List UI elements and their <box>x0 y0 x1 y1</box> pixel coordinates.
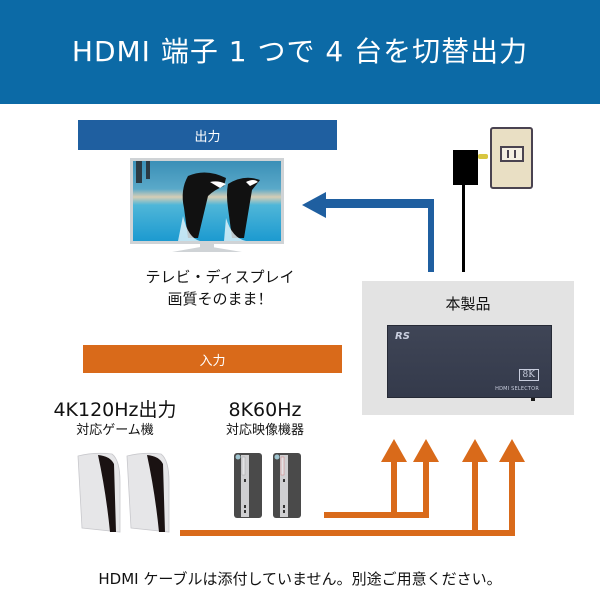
game-console-icon <box>77 452 121 533</box>
game-console-icons <box>77 452 170 533</box>
input-group-title: 8K60Hz <box>228 399 302 421</box>
page-header: HDMI 端子 1 つで 4 台を切替出力 <box>0 0 600 104</box>
game-console-icon <box>126 452 170 533</box>
input-section-bar: 入力 <box>83 345 342 373</box>
input-group-subtitle: 対応ゲーム機 <box>76 423 154 438</box>
input-arrows-icon <box>180 439 525 536</box>
output-label: 出力 <box>194 129 221 145</box>
output-arrow-icon <box>302 192 434 272</box>
product-label: 本製品 <box>445 295 491 313</box>
input-group-game: 4K120Hz出力 対応ゲーム機 <box>40 398 190 440</box>
input-group-video: 8K60Hz 対応映像機器 <box>195 398 335 440</box>
device-name: HDMI SELECTOR <box>495 386 539 392</box>
input-group-title: 4K120Hz出力 <box>53 399 177 421</box>
page-title: HDMI 端子 1 つで 4 台を切替出力 <box>71 35 529 68</box>
desktop-pc-icon <box>234 453 262 518</box>
input-group-subtitle: 対応映像機器 <box>225 423 304 438</box>
ac-adapter-icon <box>453 150 488 272</box>
device-foot <box>531 398 535 401</box>
display-caption-line2: 画質そのまま！ <box>167 290 273 308</box>
display-caption-line1: テレビ・ディスプレイ <box>145 268 295 286</box>
tv-display-icon <box>130 158 284 252</box>
wall-outlet-icon <box>490 127 533 189</box>
output-section-bar: 出力 <box>78 120 337 150</box>
hdmi-selector-device: RS 8K HDMI SELECTOR <box>387 325 552 401</box>
display-caption: テレビ・ディスプレイ 画質そのまま！ <box>100 266 340 310</box>
desktop-pc-icons <box>234 453 301 518</box>
footer-note: HDMI ケーブルは添付していません。別途ご用意ください。 <box>98 570 502 588</box>
product-panel: 本製品 RS 8K HDMI SELECTOR <box>362 281 574 415</box>
8k-badge: 8K <box>518 369 539 381</box>
desktop-pc-icon <box>273 453 301 518</box>
input-label: 入力 <box>199 353 226 369</box>
brand-logo: RS <box>395 331 410 342</box>
power-supply-group <box>453 127 533 272</box>
